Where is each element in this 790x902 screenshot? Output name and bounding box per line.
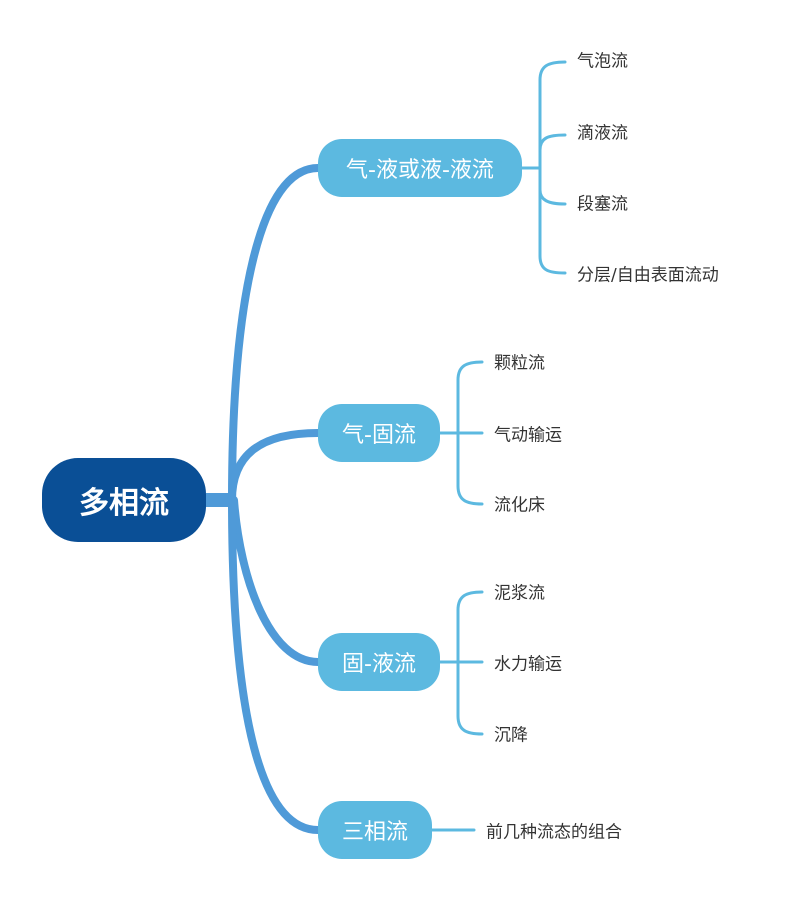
branch-node-three-phase[interactable]: 三相流	[318, 801, 432, 859]
trunk-curve-4	[228, 496, 322, 834]
leaf-node[interactable]: 气泡流	[577, 51, 628, 72]
leaf-node[interactable]: 水力输运	[494, 654, 562, 675]
branch-1-bracket	[520, 60, 567, 275]
root-node[interactable]: 多相流	[42, 458, 206, 542]
trunk-curve-3	[230, 496, 322, 666]
leaf-node[interactable]: 流化床	[494, 495, 545, 516]
leaf-node[interactable]: 颗粒流	[494, 353, 545, 374]
branch-label: 三相流	[341, 820, 408, 845]
branch-3-bracket	[438, 590, 484, 736]
branch-label: 气-固流	[342, 423, 416, 448]
trunk-curve-1	[228, 164, 322, 504]
leaf-node[interactable]: 分层/自由表面流动	[577, 265, 719, 286]
branch-2-bracket	[438, 360, 484, 506]
leaf-node[interactable]: 段塞流	[577, 194, 628, 215]
trunk-curve-2	[228, 429, 322, 504]
leaf-node[interactable]: 气动输运	[494, 425, 562, 446]
leaf-node[interactable]: 滴液流	[577, 123, 628, 144]
leaf-node[interactable]: 前几种流态的组合	[486, 822, 622, 843]
branch-node-gas-liquid[interactable]: 气-液或液-液流	[318, 139, 522, 197]
branch-label: 气-液或液-液流	[346, 158, 494, 183]
root-label: 多相流	[79, 486, 169, 521]
branch-node-gas-solid[interactable]: 气-固流	[318, 404, 440, 462]
leaf-node[interactable]: 泥浆流	[494, 583, 545, 604]
branch-node-solid-liquid[interactable]: 固-液流	[318, 633, 440, 691]
branch-label: 固-液流	[342, 652, 416, 677]
leaf-node[interactable]: 沉降	[494, 725, 528, 746]
